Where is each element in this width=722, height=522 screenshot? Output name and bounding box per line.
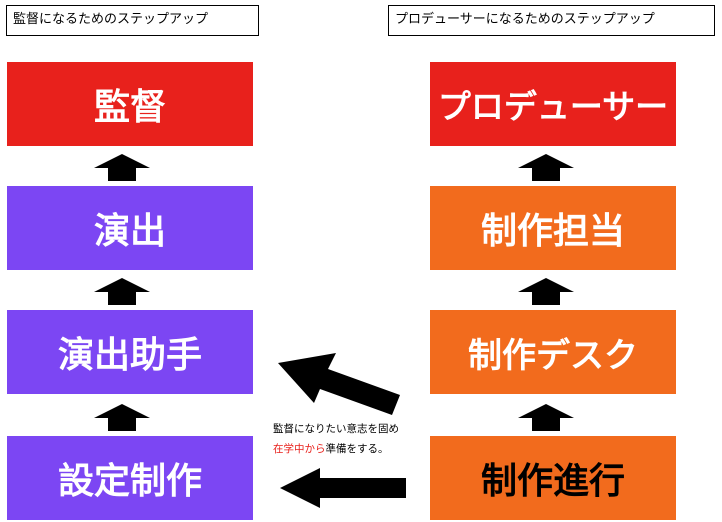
stage-director: 監督 — [7, 62, 253, 146]
note-highlight: 在学中から — [273, 443, 326, 455]
stage-assistant-director: 演出助手 — [7, 310, 253, 394]
up-arrow-icon — [518, 404, 574, 431]
up-arrow-icon — [94, 404, 150, 431]
note-line-1: 監督になりたい意志を固め — [273, 423, 399, 435]
stage-production-manager: 制作担当 — [430, 186, 676, 270]
stage-production-desk: 制作デスク — [430, 310, 676, 394]
producer-steps-title: プロデューサーになるためのステップアップ — [388, 5, 715, 36]
stage-setting-production: 設定制作 — [7, 436, 253, 520]
stage-producer: プロデューサー — [430, 62, 676, 146]
director-steps-title: 監督になるためのステップアップ — [6, 5, 259, 36]
note-line-2: 在学中から準備をする。 — [273, 440, 389, 458]
diagonal-arrow-icon — [278, 353, 400, 415]
stage-episode-director: 演出 — [7, 186, 253, 270]
note-rest: 準備をする。 — [325, 443, 389, 455]
stage-production-assistant: 制作進行 — [430, 436, 676, 520]
up-arrow-icon — [518, 154, 574, 181]
left-arrow-icon — [280, 468, 406, 508]
up-arrow-icon — [94, 278, 150, 305]
up-arrow-icon — [518, 278, 574, 305]
up-arrow-icon — [94, 154, 150, 181]
